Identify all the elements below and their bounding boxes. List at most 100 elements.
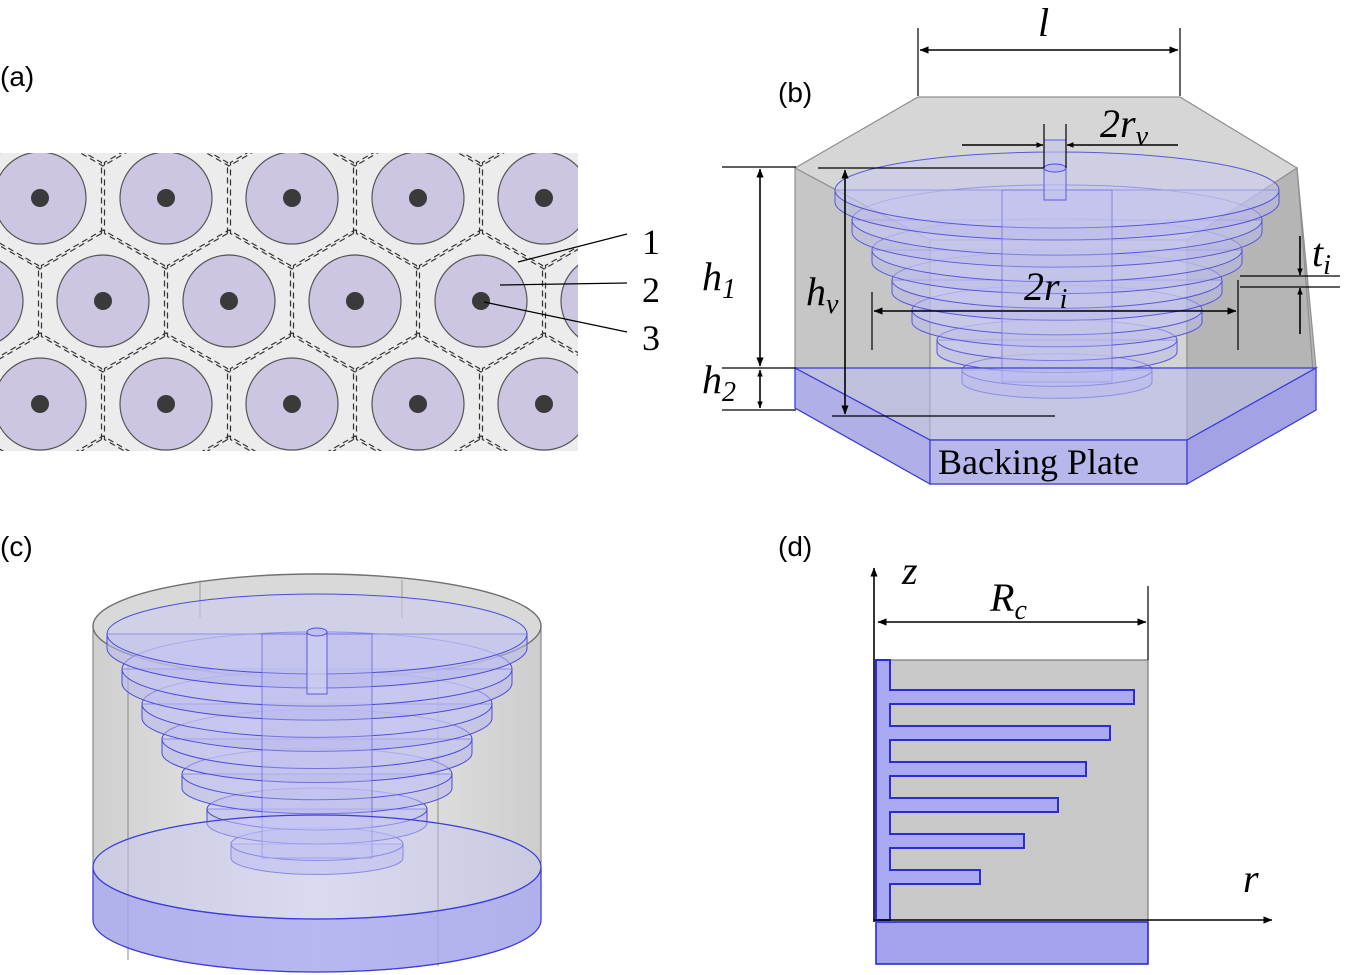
- resonator-disk: [560, 264, 578, 338]
- hex-cell: [40, 229, 166, 373]
- resonator-core: [220, 498, 238, 516]
- callout-1: 1: [642, 222, 660, 262]
- hex-cell: [331, 153, 379, 167]
- hex-cell: [327, 435, 383, 451]
- fin-top: [871, 217, 1243, 283]
- resonator-disk: [561, 49, 653, 141]
- hex-cell: [609, 127, 732, 269]
- hex-cell: [75, 435, 131, 451]
- dim-2rv-label: 2rv: [1100, 101, 1149, 152]
- hex-cell: [481, 332, 578, 451]
- panel-a: (a) 1 2 3: [0, 24, 795, 578]
- hex-cell: [0, 242, 40, 360]
- resonator-core: [157, 189, 175, 207]
- hex-cell: [672, 436, 795, 578]
- leader-line-2: [499, 282, 628, 286]
- hex-cell-grid: [0, 24, 795, 578]
- resonator-disk: [435, 461, 527, 553]
- panel-b: (b) Backing Plate l: [702, 0, 1340, 486]
- resonator-core: [598, 292, 616, 310]
- panel-c-label: (c): [0, 531, 33, 562]
- hex-cell: [0, 153, 1, 154]
- hex-cell: [79, 153, 127, 167]
- resonator-core: [157, 395, 175, 413]
- resonator-disk: [57, 49, 149, 141]
- hex-cell: [453, 435, 509, 451]
- resonator-core: [346, 498, 364, 516]
- resonator-disk: [687, 49, 779, 141]
- hex-cell: [103, 332, 229, 451]
- resonator-core: [220, 292, 238, 310]
- resonator-disk: [624, 152, 716, 244]
- panel-c: (c): [0, 531, 542, 973]
- resonator-disk: [687, 461, 779, 553]
- hex-cell: [609, 333, 732, 475]
- resonator-core: [409, 395, 427, 413]
- resonator-core: [598, 86, 616, 104]
- neck-tube: [1043, 139, 1067, 201]
- backing-plate: Backing Plate: [794, 366, 1319, 486]
- resonator-core: [31, 395, 49, 413]
- resonator-core: [535, 395, 553, 413]
- leader-line-1: [517, 233, 628, 263]
- fin-side: [871, 249, 1243, 295]
- fin-side: [834, 189, 1280, 241]
- resonator-disk: [0, 260, 24, 342]
- resonator-cross-section: [875, 659, 1135, 921]
- hex-cell: [292, 229, 418, 373]
- resonator-disk: [183, 461, 275, 553]
- resonator-core: [94, 86, 112, 104]
- backing-plate-label: Backing Plate: [938, 442, 1139, 482]
- resonator-disk: [561, 461, 653, 553]
- panel-d-label: (d): [778, 531, 812, 562]
- hex-cell: [355, 332, 481, 451]
- dim-hv-label: hv: [806, 269, 839, 320]
- resonator-core: [346, 86, 364, 104]
- resonator-disk: [309, 461, 401, 553]
- dim-h2-label: h2: [702, 357, 736, 408]
- panel-a-label: (a): [0, 61, 34, 92]
- resonator-core-body: [1001, 189, 1113, 383]
- panel-b-label: (b): [778, 77, 812, 108]
- dim-2ri-label: 2ri: [1024, 264, 1067, 315]
- hex-cell: [205, 153, 253, 167]
- resonator-core: [94, 498, 112, 516]
- resonator-core: [724, 498, 742, 516]
- resonator-core: [31, 189, 49, 207]
- callout-3: 3: [642, 318, 660, 358]
- resonator-core: [661, 395, 679, 413]
- resonator-core: [535, 189, 553, 207]
- resonator-core: [283, 395, 301, 413]
- hex-cell: [672, 24, 795, 166]
- dim-ti-label: ti: [1312, 230, 1331, 281]
- panel-d: (d) z r Rc: [778, 531, 1273, 965]
- resonator-core: [472, 498, 490, 516]
- hex-cell: [355, 153, 481, 270]
- hex-cell: [103, 153, 229, 270]
- resonator-core: [346, 292, 364, 310]
- resonator-array: [0, 49, 779, 553]
- fin-top: [936, 318, 1178, 362]
- hex-cell: [201, 435, 257, 451]
- hex-array: [0, 24, 795, 578]
- resonator-core: [283, 189, 301, 207]
- backing-plate-section: [875, 921, 1149, 965]
- axis-z-label: z: [901, 548, 918, 593]
- resonator-core: [724, 86, 742, 104]
- callout-2: 2: [642, 270, 660, 310]
- hex-cell: [0, 153, 103, 270]
- resonator-core: [472, 86, 490, 104]
- resonator-disk: [309, 49, 401, 141]
- resonator-core: [94, 292, 112, 310]
- axis-r-label: r: [1243, 856, 1259, 901]
- hex-cell: [418, 229, 544, 373]
- hex-cell: [546, 436, 669, 578]
- resonator-core: [409, 189, 427, 207]
- hex-cell: [0, 332, 103, 451]
- leader-line-3: [483, 301, 628, 333]
- resonator-core: [661, 189, 679, 207]
- hex-cell: [229, 153, 355, 270]
- dim-h1-label: h1: [702, 254, 736, 305]
- fin-side: [911, 309, 1203, 348]
